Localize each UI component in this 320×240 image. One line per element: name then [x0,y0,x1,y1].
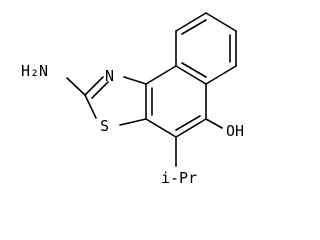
molecule-structure: H₂N N S OH i-Pr [21,12,244,187]
bond-c9-c10 [175,118,207,138]
sulfur-label: S [100,117,109,135]
bond-c5-c6-inner [181,62,207,78]
ring-nitrogen-label: N [105,67,114,85]
bond-c9-c10-inner [175,115,201,131]
bond-n-c2-double-a [84,76,104,96]
bond-s-c8 [119,118,147,126]
bond-c1-c2 [175,12,207,32]
bond-n-c2-double-b [91,81,109,99]
bond-c1-c2-inner [181,19,207,35]
bond-c10-oh [205,118,223,129]
bond-c2-nh2 [66,77,86,96]
hydroxyl-label: OH [226,122,244,140]
bond-c6-c7 [145,65,177,85]
bond-c2-s [84,94,97,119]
bond-lines [66,12,237,167]
isopropyl-label: i-Pr [161,169,197,187]
bond-c7-n [123,76,147,85]
bond-c8-c9 [145,118,177,138]
atom-labels: H₂N N S OH i-Pr [21,62,244,187]
amine-label: H₂N [21,62,48,80]
bond-c4-c5 [205,65,237,85]
bond-c2-c3 [205,12,237,32]
bond-c5-c6 [175,65,207,85]
